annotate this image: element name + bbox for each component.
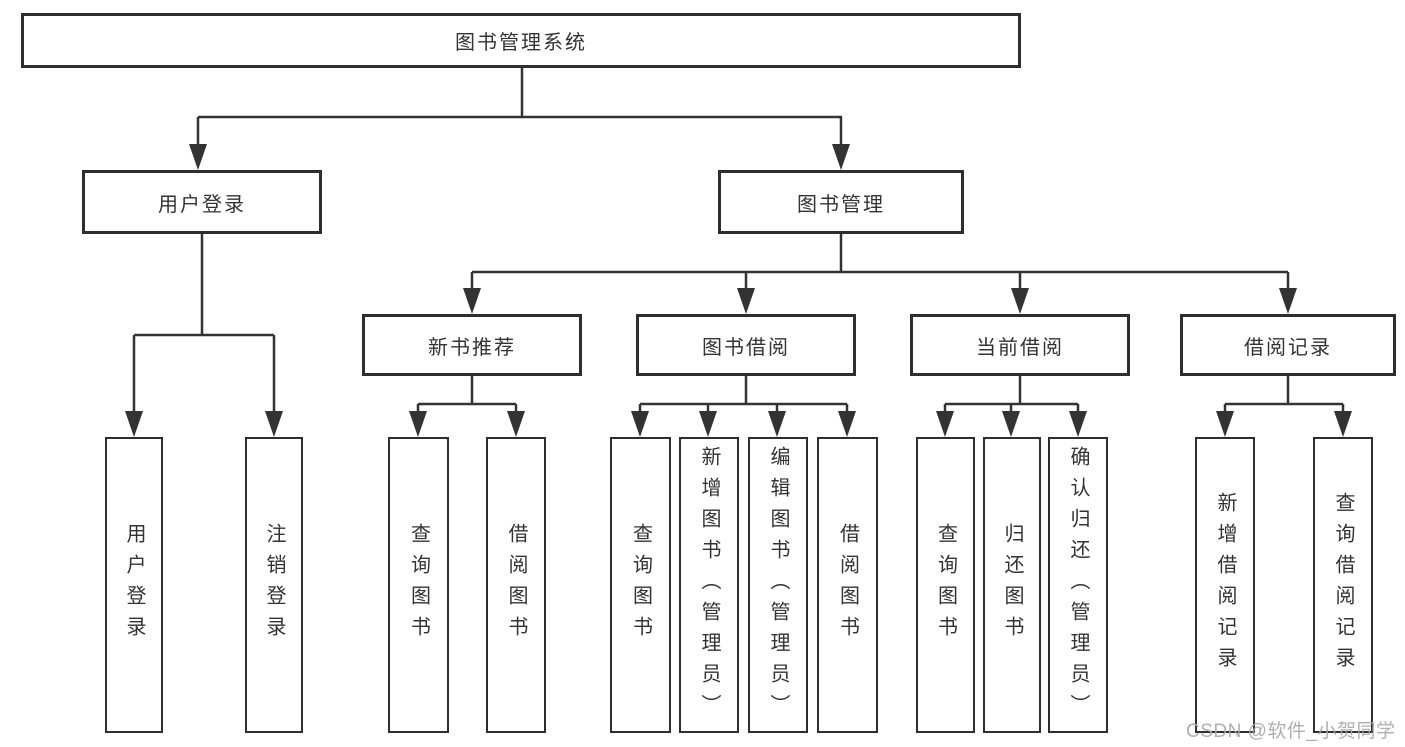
arrowhead — [1011, 288, 1029, 314]
node-new-book-recommend: 新书推荐 — [362, 314, 582, 376]
leaf-user-login-label: 用户登录 — [123, 523, 145, 647]
arrowhead — [631, 411, 649, 437]
node-new-book-recommend-label: 新书推荐 — [428, 336, 516, 359]
arrowhead — [507, 411, 525, 437]
connector-user-login-children — [132, 234, 276, 413]
arrowhead — [1334, 411, 1352, 437]
node-book-management-label: 图书管理 — [797, 193, 885, 216]
node-book-borrow-label: 图书借阅 — [702, 336, 790, 359]
leaf-borrow-book-label: 借阅图书 — [836, 523, 859, 647]
connector-borrow-records-children — [1223, 376, 1345, 414]
leaf-recommend-borrow-book-label: 借阅图书 — [505, 523, 527, 647]
leaf-edit-book-admin-label: 编辑图书（管理员） — [767, 445, 789, 725]
arrowhead — [832, 144, 850, 170]
leaf-add-book-admin-label: 新增图书（管理员） — [698, 445, 720, 725]
leaf-logout-login: 注销登录 — [245, 437, 303, 733]
leaf-recommend-query-book: 查询图书 — [388, 437, 449, 733]
node-borrow-records-label: 借阅记录 — [1244, 336, 1332, 359]
node-root-label: 图书管理系统 — [455, 32, 587, 54]
arrowheads-new-book-recommend-leaves — [409, 411, 525, 437]
leaf-borrow-query-book-label: 查询图书 — [629, 523, 652, 647]
arrowhead — [189, 144, 207, 170]
node-borrow-records: 借阅记录 — [1180, 314, 1396, 376]
arrowhead — [1069, 411, 1087, 437]
leaf-recommend-query-book-label: 查询图书 — [407, 523, 430, 647]
connector-book-borrow-children — [638, 376, 849, 414]
connector-new-book-recommend-children — [416, 376, 518, 414]
leaf-edit-book-admin: 编辑图书（管理员） — [748, 437, 808, 733]
node-book-management: 图书管理 — [718, 170, 964, 234]
leaf-borrow-query-book: 查询图书 — [610, 437, 671, 733]
arrowhead — [409, 411, 427, 437]
arrowhead — [1216, 411, 1234, 437]
node-user-login-label: 用户登录 — [158, 193, 246, 216]
leaf-add-borrow-record: 新增借阅记录 — [1195, 437, 1255, 733]
arrowheads-user-login-leaves — [125, 411, 283, 437]
leaf-confirm-return-admin-label: 确认归还（管理员） — [1067, 445, 1089, 725]
arrowhead — [768, 411, 786, 437]
leaf-return-book-label: 归还图书 — [1001, 523, 1023, 647]
leaf-query-borrow-record: 查询借阅记录 — [1313, 437, 1373, 733]
connector-root-to-level2 — [196, 68, 843, 145]
arrowhead — [838, 411, 856, 437]
connector-book-management-children — [470, 234, 1290, 290]
leaf-add-borrow-record-label: 新增借阅记录 — [1214, 492, 1236, 678]
leaf-user-login: 用户登录 — [105, 437, 163, 733]
connector-current-borrow-children — [943, 376, 1080, 414]
arrowhead — [699, 411, 717, 437]
arrowhead — [1002, 411, 1020, 437]
arrowheads-book-borrow-leaves — [631, 411, 856, 437]
node-user-login: 用户登录 — [82, 170, 322, 234]
leaf-current-query-book: 查询图书 — [916, 437, 975, 733]
arrowhead — [1279, 288, 1297, 314]
leaf-current-query-book-label: 查询图书 — [934, 523, 957, 647]
arrowheads-current-borrow-leaves — [936, 411, 1087, 437]
leaf-confirm-return-admin: 确认归还（管理员） — [1048, 437, 1108, 733]
arrowheads-borrow-records-leaves — [1216, 411, 1352, 437]
leaf-borrow-book: 借阅图书 — [817, 437, 878, 733]
node-current-borrow-label: 当前借阅 — [976, 336, 1064, 359]
node-current-borrow: 当前借阅 — [910, 314, 1130, 376]
leaf-recommend-borrow-book: 借阅图书 — [486, 437, 546, 733]
leaf-add-book-admin: 新增图书（管理员） — [679, 437, 739, 733]
arrowhead — [125, 411, 143, 437]
arrowhead — [463, 288, 481, 314]
arrowhead — [737, 288, 755, 314]
node-book-borrow: 图书借阅 — [636, 314, 856, 376]
leaf-query-borrow-record-label: 查询借阅记录 — [1332, 492, 1354, 678]
arrowheads-level2 — [189, 144, 850, 170]
arrowheads-level3 — [463, 288, 1297, 314]
leaf-logout-login-label: 注销登录 — [263, 523, 285, 647]
node-root: 图书管理系统 — [21, 13, 1021, 68]
arrowhead — [936, 411, 954, 437]
watermark: CSDN @软件_小贺同学 — [1186, 721, 1396, 742]
arrowhead — [265, 411, 283, 437]
leaf-return-book: 归还图书 — [983, 437, 1041, 733]
